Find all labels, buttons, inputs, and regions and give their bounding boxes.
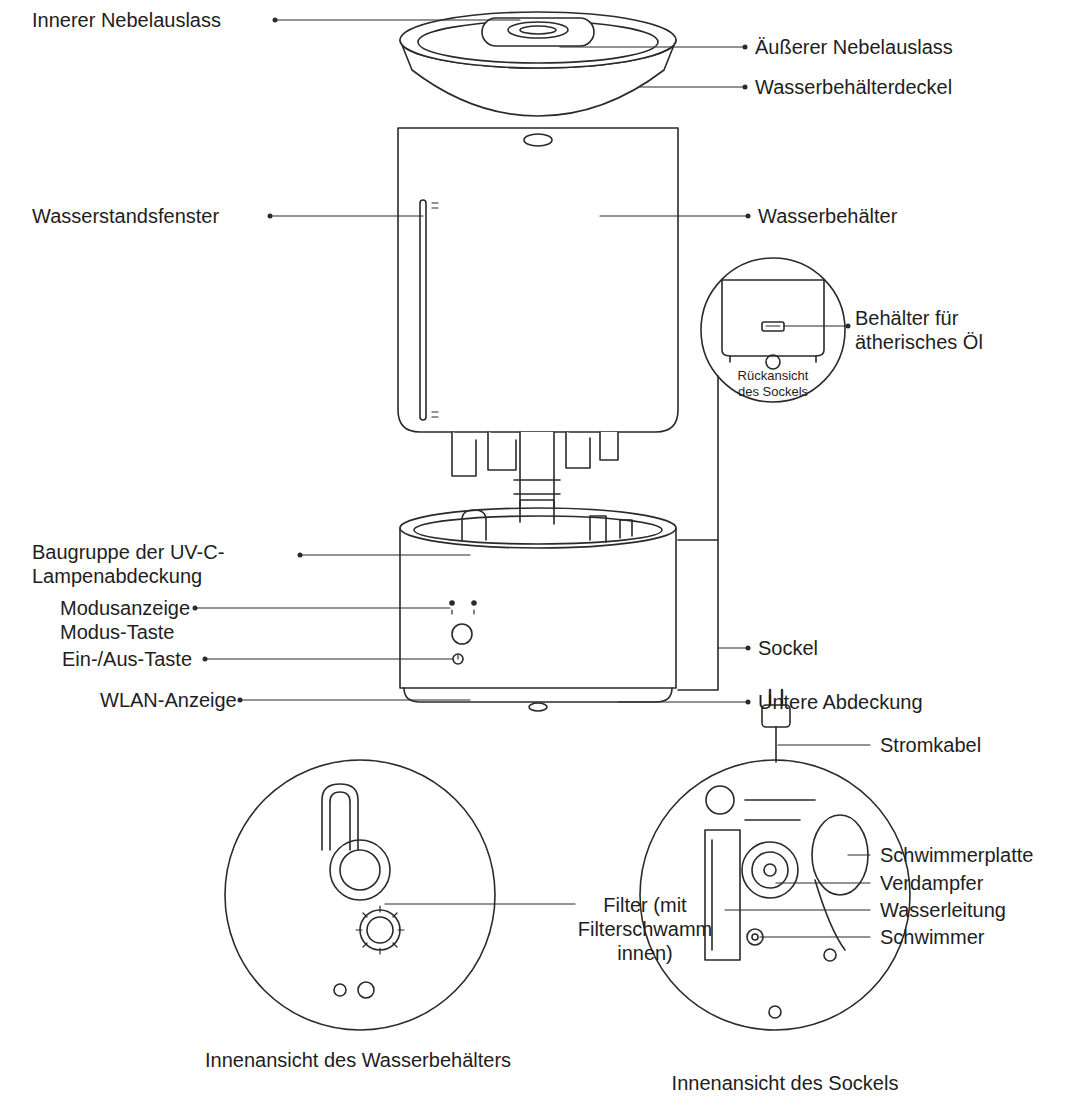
part-label: Verdampfer	[880, 871, 1070, 895]
part-label: Schwimmer	[880, 925, 1070, 949]
view-caption: Innenansicht des Wasserbehälters	[148, 1048, 568, 1072]
part-label: WLAN-Anzeige	[100, 688, 300, 712]
part-label: Untere Abdeckung	[758, 690, 1058, 714]
part-label: Wasserbehälterdeckel	[755, 75, 1055, 99]
tank-inside-view	[225, 760, 495, 1030]
part-label: Innerer Nebelauslass	[32, 8, 272, 32]
base-inside-view	[640, 690, 910, 1030]
bracket	[678, 376, 718, 690]
leader-lines	[195, 20, 870, 937]
water-tank	[398, 128, 678, 520]
part-label: Wasserleitung	[880, 898, 1070, 922]
view-caption: Innenansicht des Sockels	[575, 1071, 995, 1095]
part-label: Filter (mit Filterschwamm innen)	[570, 893, 720, 965]
part-label: Stromkabel	[880, 733, 1070, 757]
part-label: Modus-Taste	[60, 620, 260, 644]
part-label: Äußerer Nebelauslass	[755, 35, 1055, 59]
part-label: Behälter für ätherisches Öl	[855, 306, 1015, 354]
part-label: Ein-/Aus-Taste	[62, 647, 262, 671]
base	[400, 500, 676, 711]
lid	[400, 12, 676, 116]
back-view-inset	[701, 258, 845, 402]
part-label: Schwimmerplatte	[880, 843, 1070, 867]
part-label: Wasserbehälter	[758, 204, 1058, 228]
inset-caption: Rückansicht des Sockels	[728, 368, 818, 400]
leader-dots	[193, 18, 851, 705]
part-label: Modusanzeige	[60, 596, 260, 620]
part-label: Wasserstandsfenster	[32, 204, 272, 228]
part-label: Baugruppe der UV-C-Lampenabdeckung	[32, 540, 282, 588]
part-label: Sockel	[758, 636, 1058, 660]
